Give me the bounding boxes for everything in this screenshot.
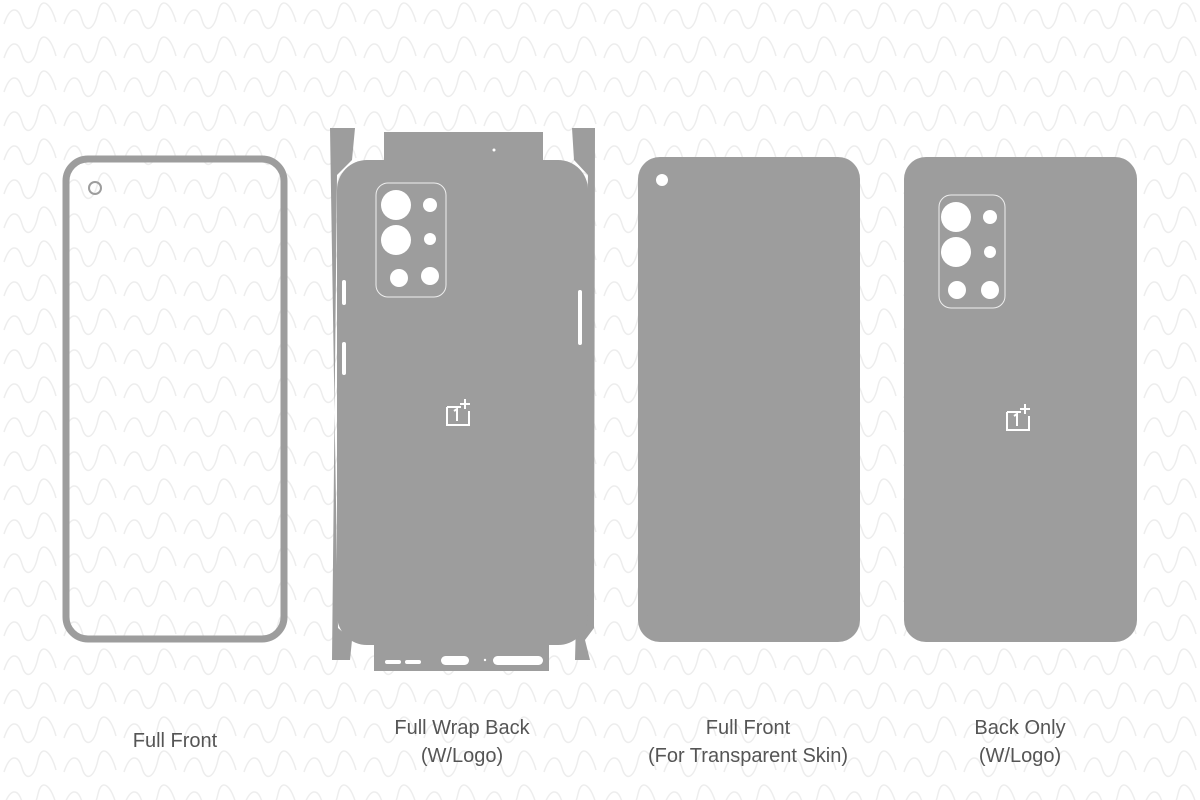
back-body: [337, 160, 588, 645]
front-camera-hole: [88, 181, 102, 195]
front-body: [638, 157, 860, 642]
label-title: Full Front: [132, 730, 218, 752]
label-title: Back Only: [974, 717, 1066, 739]
back-body: [904, 157, 1137, 642]
camera-module: [375, 182, 447, 298]
label-back-only: Back Only (W/Logo): [870, 714, 1170, 770]
side-button-slots: [342, 280, 582, 375]
label-subtitle: (W/Logo): [420, 745, 504, 767]
label-full-front: Full Front: [25, 727, 325, 755]
left-side-flap: [330, 128, 355, 660]
label-title: Full Front: [705, 717, 791, 739]
camera-cutouts: [381, 190, 439, 287]
label-subtitle: (For Transparent Skin): [647, 745, 849, 767]
label-full-front-transparent: Full Front (For Transparent Skin): [598, 714, 898, 770]
full-front-template: [62, 155, 288, 643]
full-front-transparent-template: [638, 157, 860, 642]
bottom-port-cutouts: [385, 656, 543, 665]
front-outline: [62, 155, 288, 643]
front-camera-hole: [656, 174, 668, 186]
camera-cutouts: [941, 202, 999, 299]
label-full-wrap-back: Full Wrap Back (W/Logo): [312, 714, 612, 770]
back-only-template: [904, 157, 1137, 642]
full-wrap-back-template: [330, 128, 595, 671]
label-title: Full Wrap Back: [394, 717, 530, 739]
label-subtitle: (W/Logo): [978, 745, 1062, 767]
camera-module: [938, 194, 1006, 309]
